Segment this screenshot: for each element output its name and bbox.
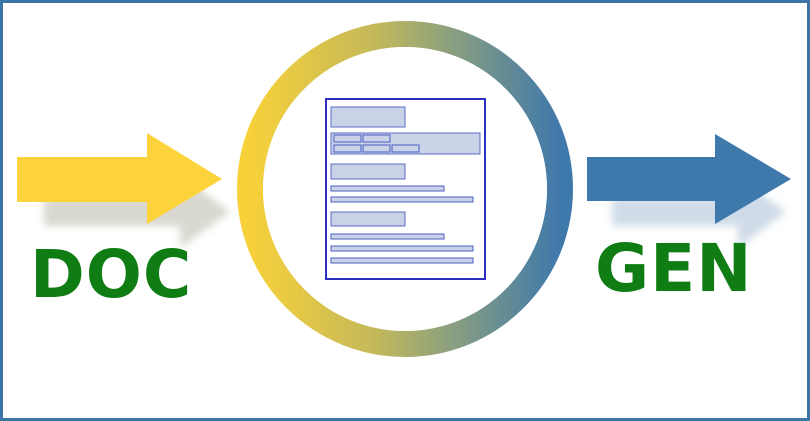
arrow-right-icon (17, 133, 222, 224)
gen-label: GEN (595, 230, 753, 307)
arrow-right-icon (587, 134, 791, 224)
ring (237, 21, 573, 357)
doc-label: DOC (30, 236, 193, 313)
document-icon (325, 98, 486, 280)
